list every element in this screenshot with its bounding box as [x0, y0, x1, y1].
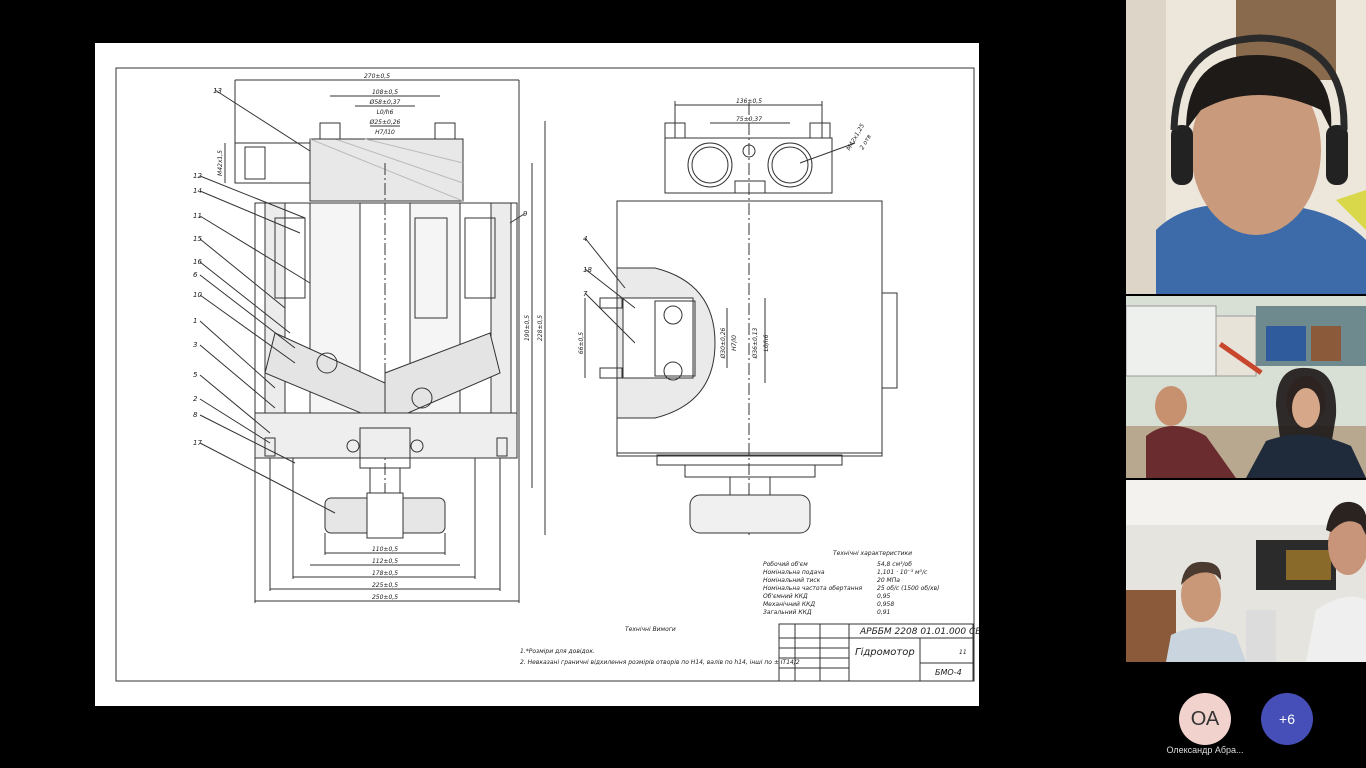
callout-label: 13 [213, 87, 222, 95]
spec-label: Номінальна подача [763, 569, 825, 576]
participant-name: Олександр Абра... [1166, 745, 1244, 755]
callout-label: 12 [193, 172, 202, 180]
participant-video-tile[interactable] [1126, 0, 1366, 294]
dimension-label: L0/h6 [377, 109, 394, 116]
more-participants-button[interactable]: +6 [1261, 693, 1313, 745]
titleblock-code: АРББМ 2208 01.01.000 СБ [859, 627, 979, 637]
spec-label: Механічний ККД [763, 601, 815, 608]
callout-label: 1 [193, 317, 197, 325]
dimension-label: 270±0,5 [364, 73, 390, 80]
spec-value: 20 МПа [877, 577, 900, 584]
spec-value: 54,8 см³/об [877, 561, 912, 568]
spec-value: 0,91 [877, 609, 890, 616]
dimension-label: H7/l10 [375, 129, 395, 136]
dimension-label: Ø58±0,37 [369, 99, 401, 106]
dimension-label: L0/h6 [763, 334, 770, 351]
dimension-label: 66±0,5 [578, 332, 585, 354]
spec-label: Об'ємний ККД [763, 593, 808, 600]
hydromotor-drawing: 13 12 14 11 15 16 6 10 1 3 5 2 8 17 9 27… [115, 67, 979, 682]
callout-label: 17 [193, 439, 202, 447]
spec-label: Робочий об'єм [763, 561, 808, 568]
dimension-label: M42x1,5 [217, 150, 224, 176]
dimension-label: 75±0,37 [736, 116, 762, 123]
callout-label: 14 [193, 187, 202, 195]
dimension-label: 190±0,5 [524, 315, 531, 341]
spec-label: Номінальна частота обертання [763, 585, 863, 592]
dimension-label: Ø36±0,13 [752, 327, 759, 359]
dimension-label: 228±0,5 [537, 315, 544, 341]
callout-label: 7 [583, 290, 588, 298]
specs-title: Технічні характеристики [833, 550, 912, 557]
dimension-label: 110±0,5 [372, 546, 398, 553]
participant-avatar[interactable]: ОА [1179, 693, 1231, 745]
callout-label: 11 [193, 212, 202, 220]
callout-label: 16 [193, 258, 202, 266]
participant-video-tile[interactable] [1126, 296, 1366, 478]
shared-screen: 13 12 14 11 15 16 6 10 1 3 5 2 8 17 9 27… [95, 43, 979, 706]
callout-label: 18 [583, 266, 592, 274]
callout-label: 15 [193, 235, 202, 243]
participant-video [1126, 480, 1366, 662]
dimension-label: H7/l0 [731, 335, 738, 351]
spec-label: Загальний ККД [763, 609, 812, 616]
participant-video-tile[interactable] [1126, 480, 1366, 662]
more-participants-count: +6 [1279, 711, 1295, 727]
callout-label: 2 [193, 395, 198, 403]
dimension-label: 178±0,5 [372, 570, 398, 577]
dimension-label: 2 отв [859, 133, 874, 151]
dimension-label: 225±0,5 [372, 582, 398, 589]
callout-label: 3 [193, 341, 197, 349]
dimension-label: 250±0,5 [372, 594, 398, 601]
dimension-label: Ø25±0,26 [369, 119, 401, 126]
spec-value: 0,95 [877, 593, 891, 600]
tech-requirement: 1.*Розміри для довідок. [520, 648, 595, 655]
dimension-label: 108±0,5 [372, 89, 398, 96]
participant-video [1126, 296, 1366, 478]
dimension-label: 112±0,5 [372, 558, 398, 565]
avatar-initials: ОА [1190, 707, 1220, 730]
participant-video [1126, 0, 1366, 294]
callout-label: 8 [193, 411, 198, 419]
dimension-label: Ø30±0,26 [720, 327, 727, 359]
callout-label: 5 [193, 371, 198, 379]
spec-label: Номінальний тиск [763, 577, 821, 584]
titleblock-sheets: 11 [959, 649, 967, 656]
callout-label: 10 [193, 291, 202, 299]
titleblock-name: Гідромотор [855, 646, 915, 658]
tech-requirements-title: Технічні Вимоги [625, 626, 676, 633]
tech-requirement: 2. Невказані граничні відхилення розмірі… [520, 659, 800, 666]
spec-value: 25 об/с (1500 об/хв) [877, 585, 939, 592]
spec-value: 0,958 [877, 601, 894, 608]
callout-label: 6 [193, 271, 198, 279]
spec-value: 1,101 · 10⁻³ м³/с [877, 569, 928, 576]
callout-label: 9 [523, 210, 528, 218]
titleblock-group: БМО-4 [935, 668, 962, 677]
callout-label: 4 [583, 235, 587, 243]
dimension-label: 136±0,5 [736, 98, 762, 105]
